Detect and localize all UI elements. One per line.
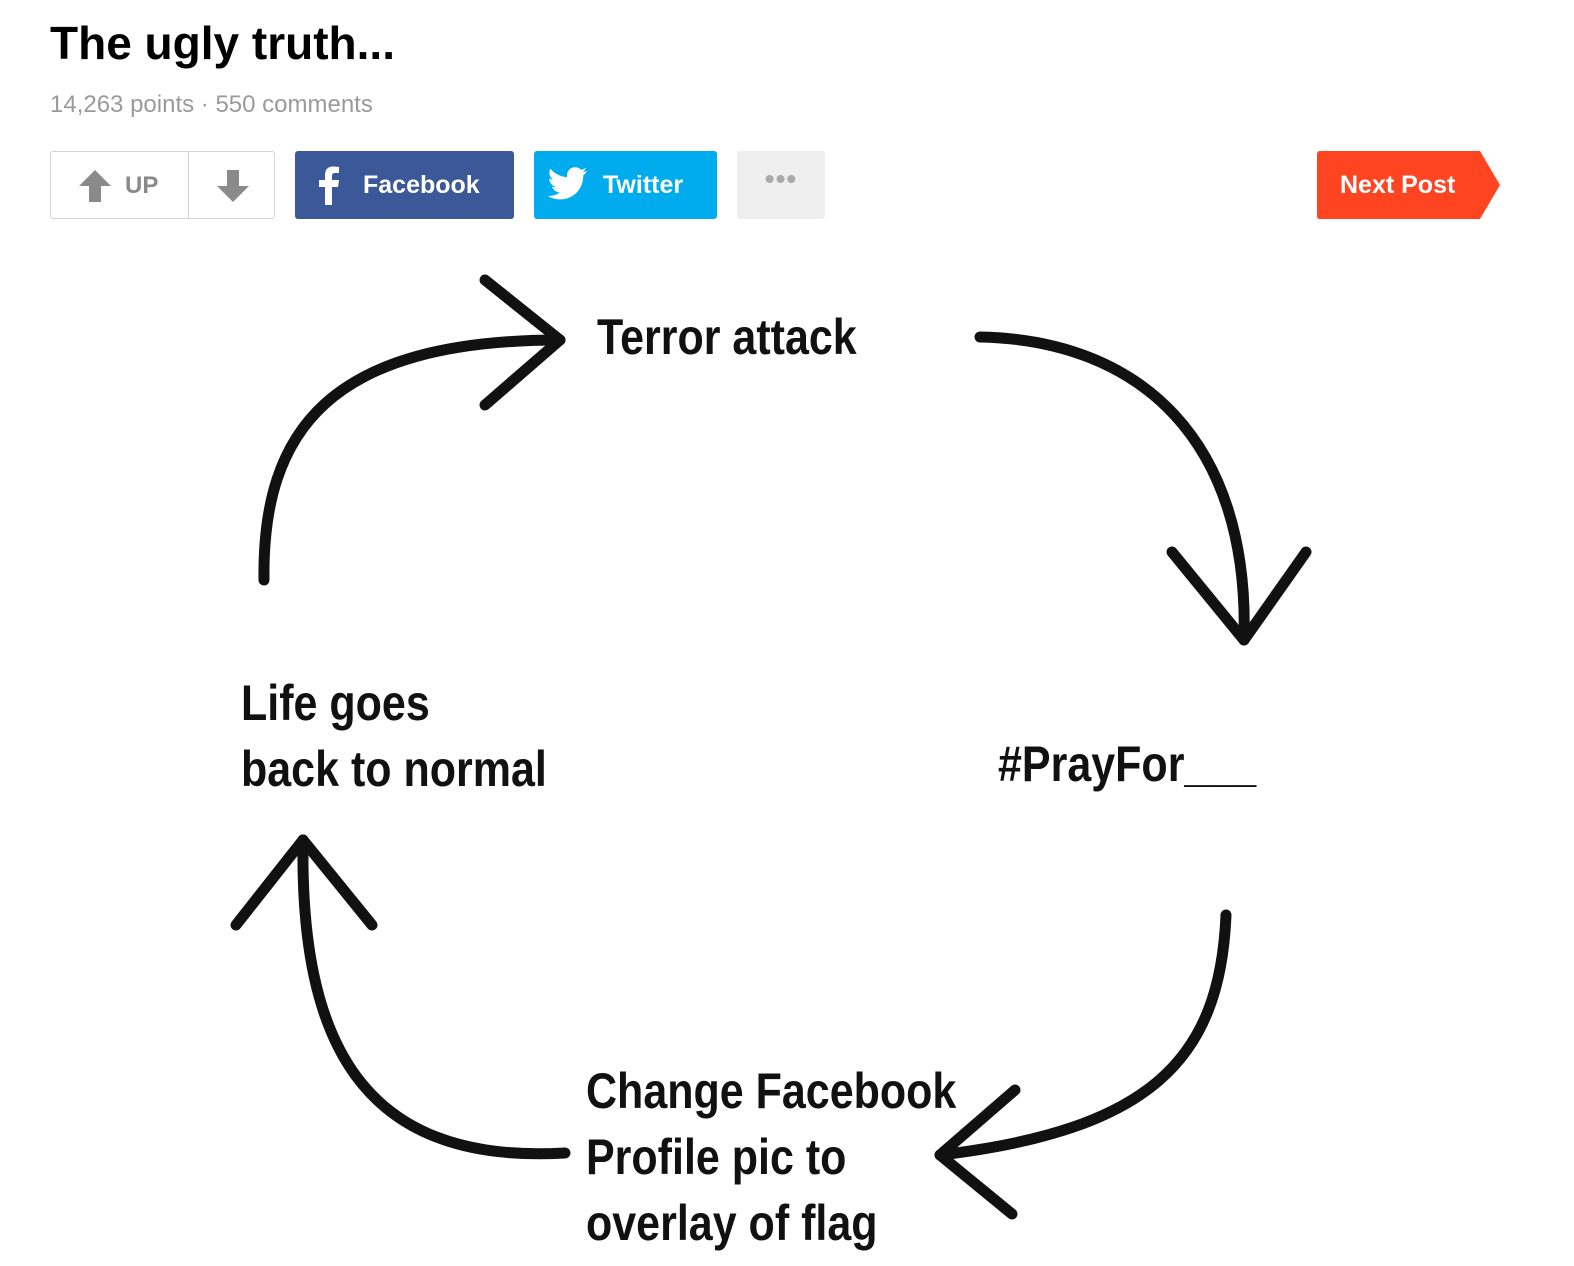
life-goes-line-1: Life goes [241,675,430,731]
cycle-arrows [230,274,1312,1220]
facebook-share-button[interactable]: Facebook [295,151,514,219]
change-line-2: Profile pic to [586,1129,847,1185]
upvote-label: UP [125,172,159,199]
arrow-to-life-goes [297,834,571,1160]
cycle-step-terror-attack: Terror attack [597,309,857,365]
more-share-button[interactable]: ••• [737,151,825,219]
next-post-shape [1317,151,1500,219]
post-meta: 14,263 points · 550 comments [50,91,373,118]
arrow-up-icon [79,170,111,202]
twitter-share-button[interactable]: Twitter [534,151,717,219]
arrow-to-change-facebook [934,909,1232,1161]
facebook-icon [319,166,339,205]
arrow-to-prayfor [974,331,1250,646]
change-line-3: overlay of flag [586,1195,878,1251]
next-post-label: Next Post [1340,171,1456,199]
post-title: The ugly truth... [50,17,395,69]
downvote-button[interactable] [189,152,274,218]
cycle-step-prayfor: #PrayFor___ [998,736,1257,792]
cycle-step-change-profile-pic: Change Facebook Profile pic to overlay o… [586,1058,956,1256]
arrow-to-terror-attack [258,334,566,586]
vote-group: UP [50,151,275,219]
arrow-down-icon [217,170,249,202]
change-line-1: Change Facebook [586,1063,957,1119]
upvote-button[interactable]: UP [51,152,189,218]
post-toolbar: UP Facebook Twitter ••• Next Post [0,151,1574,219]
more-dots-icon: ••• [764,163,798,194]
next-post-button[interactable]: Next Post [1317,151,1500,219]
twitter-bird-icon [548,167,587,200]
twitter-share-label: Twitter [603,171,684,199]
facebook-share-label: Facebook [363,171,480,199]
life-goes-line-2: back to normal [241,741,547,797]
cycle-step-life-goes-back: Life goes back to normal [241,670,547,802]
meme-image: Terror attack Life goes back to normal #… [0,240,1574,1266]
